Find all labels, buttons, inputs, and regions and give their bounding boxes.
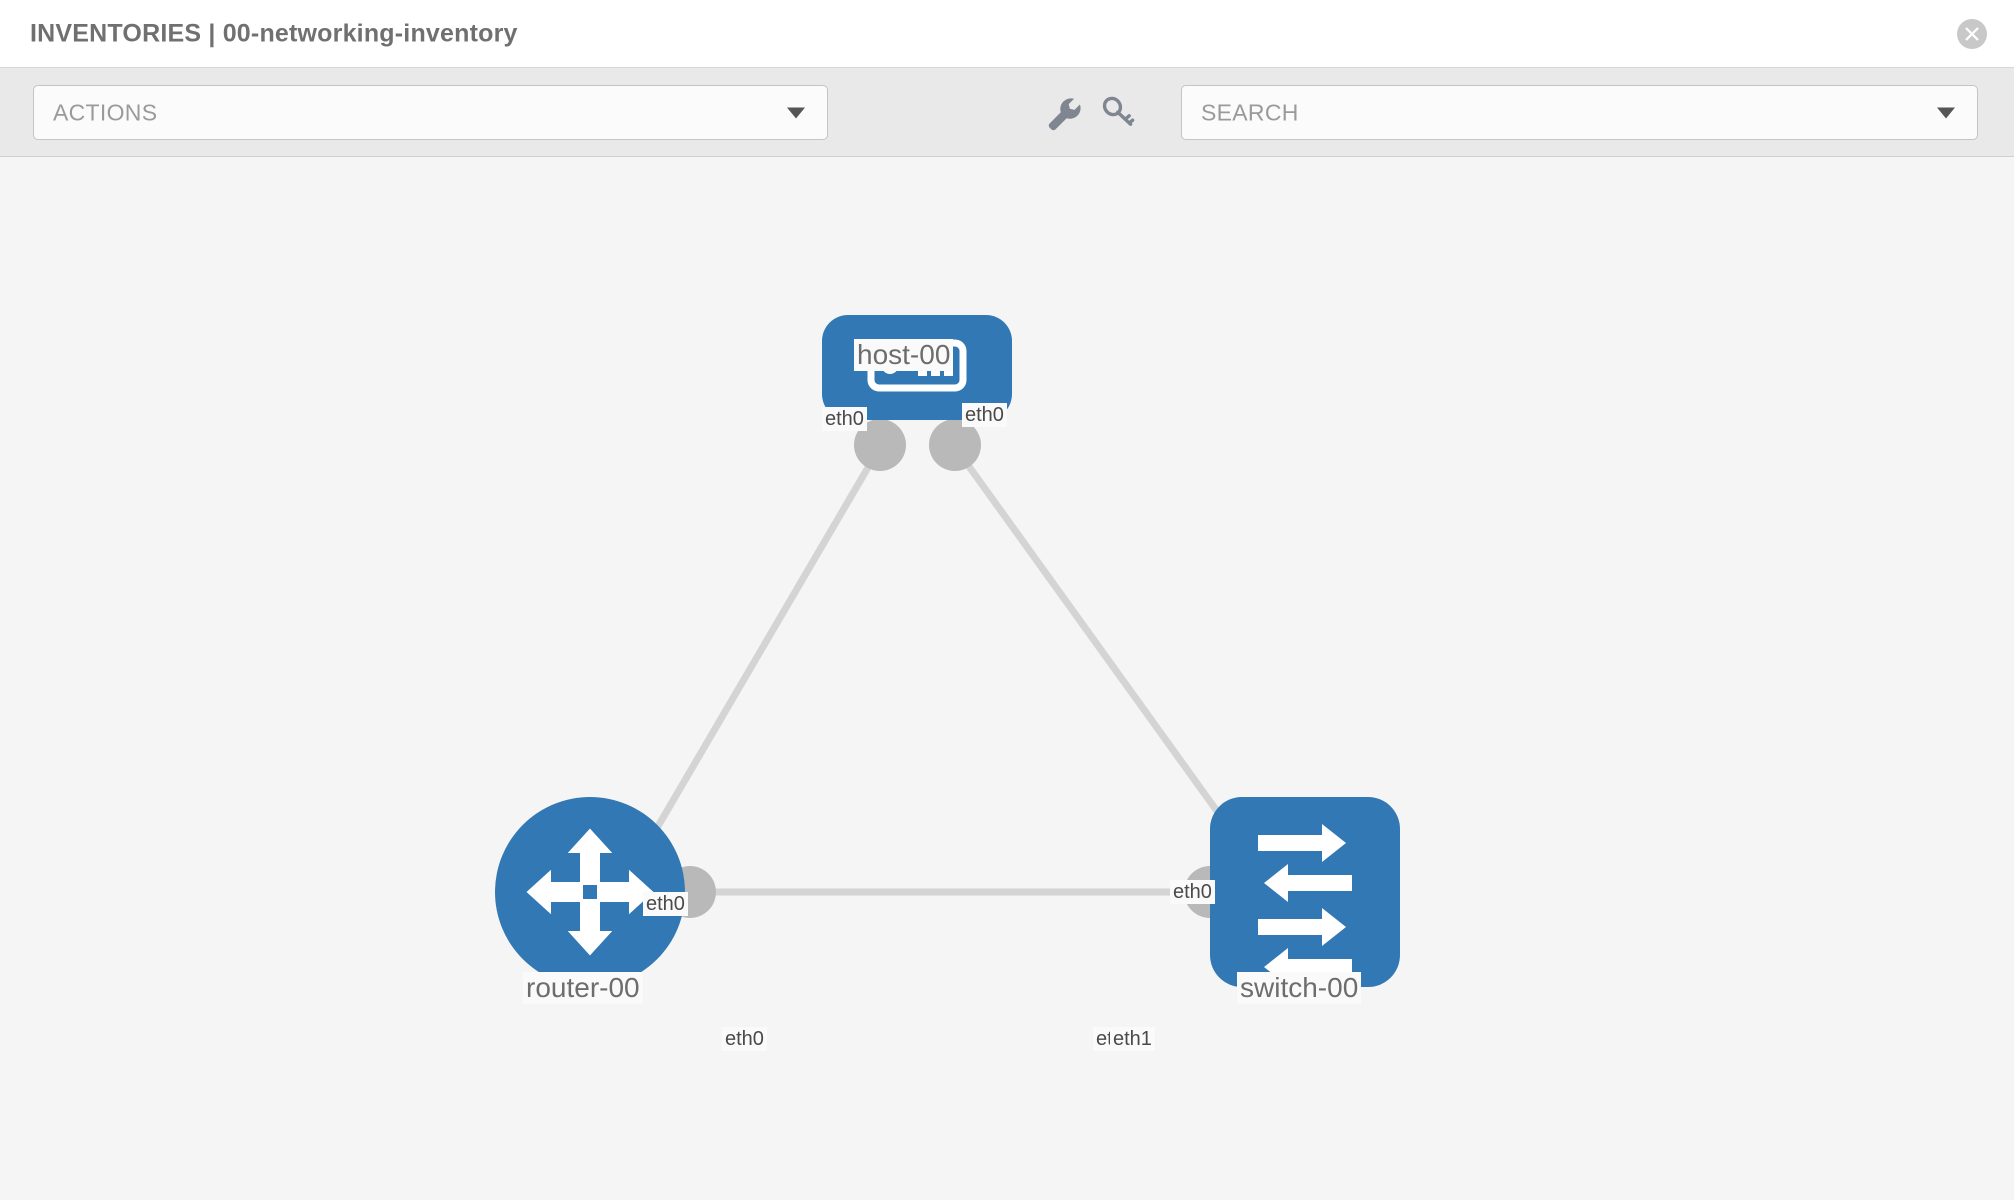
edge-label-host-switch-source: eth0	[962, 403, 1007, 427]
chevron-down-icon	[787, 107, 805, 118]
close-icon[interactable]	[1957, 18, 1987, 49]
connector-host-right[interactable]	[929, 419, 981, 471]
wrench-icon[interactable]	[1043, 92, 1083, 132]
node-label-host-00: host-00	[854, 339, 954, 372]
node-label-router-00: router-00	[523, 972, 643, 1005]
edge-label-host-router-source: eth0	[822, 407, 867, 431]
page-header: INVENTORIES | 00-networking-inventory	[0, 0, 2014, 68]
toolbar: ACTIONS SEARCH	[0, 68, 2014, 157]
edge-label-host-router-target: eth0	[643, 892, 688, 916]
actions-dropdown-label: ACTIONS	[53, 99, 158, 125]
chevron-down-icon[interactable]	[1937, 107, 1955, 118]
node-router-00[interactable]	[495, 797, 685, 987]
router-arrows-icon	[526, 828, 654, 956]
node-switch-00[interactable]	[1210, 797, 1400, 987]
topology-canvas[interactable]: eth0 eth0 eth0 eth0 eth0 eth0 eth1 host-…	[0, 157, 2014, 1200]
connector-host-left[interactable]	[854, 419, 906, 471]
actions-dropdown[interactable]: ACTIONS	[33, 85, 828, 140]
search-placeholder: SEARCH	[1201, 99, 1299, 125]
key-icon[interactable]	[1097, 92, 1137, 132]
edge-label-host-switch-target: eth0	[1170, 880, 1215, 904]
edge-label-router-switch-target: eth1	[1110, 1027, 1155, 1051]
link-host-router[interactable]	[636, 445, 884, 859]
link-host-switch[interactable]	[952, 444, 1253, 860]
node-label-switch-00: switch-00	[1237, 972, 1362, 1005]
search-input[interactable]: SEARCH	[1181, 85, 1978, 140]
edge-label-router-switch-source: eth0	[722, 1027, 767, 1051]
topology-graph	[495, 315, 1400, 987]
page-title: INVENTORIES | 00-networking-inventory	[30, 19, 518, 47]
